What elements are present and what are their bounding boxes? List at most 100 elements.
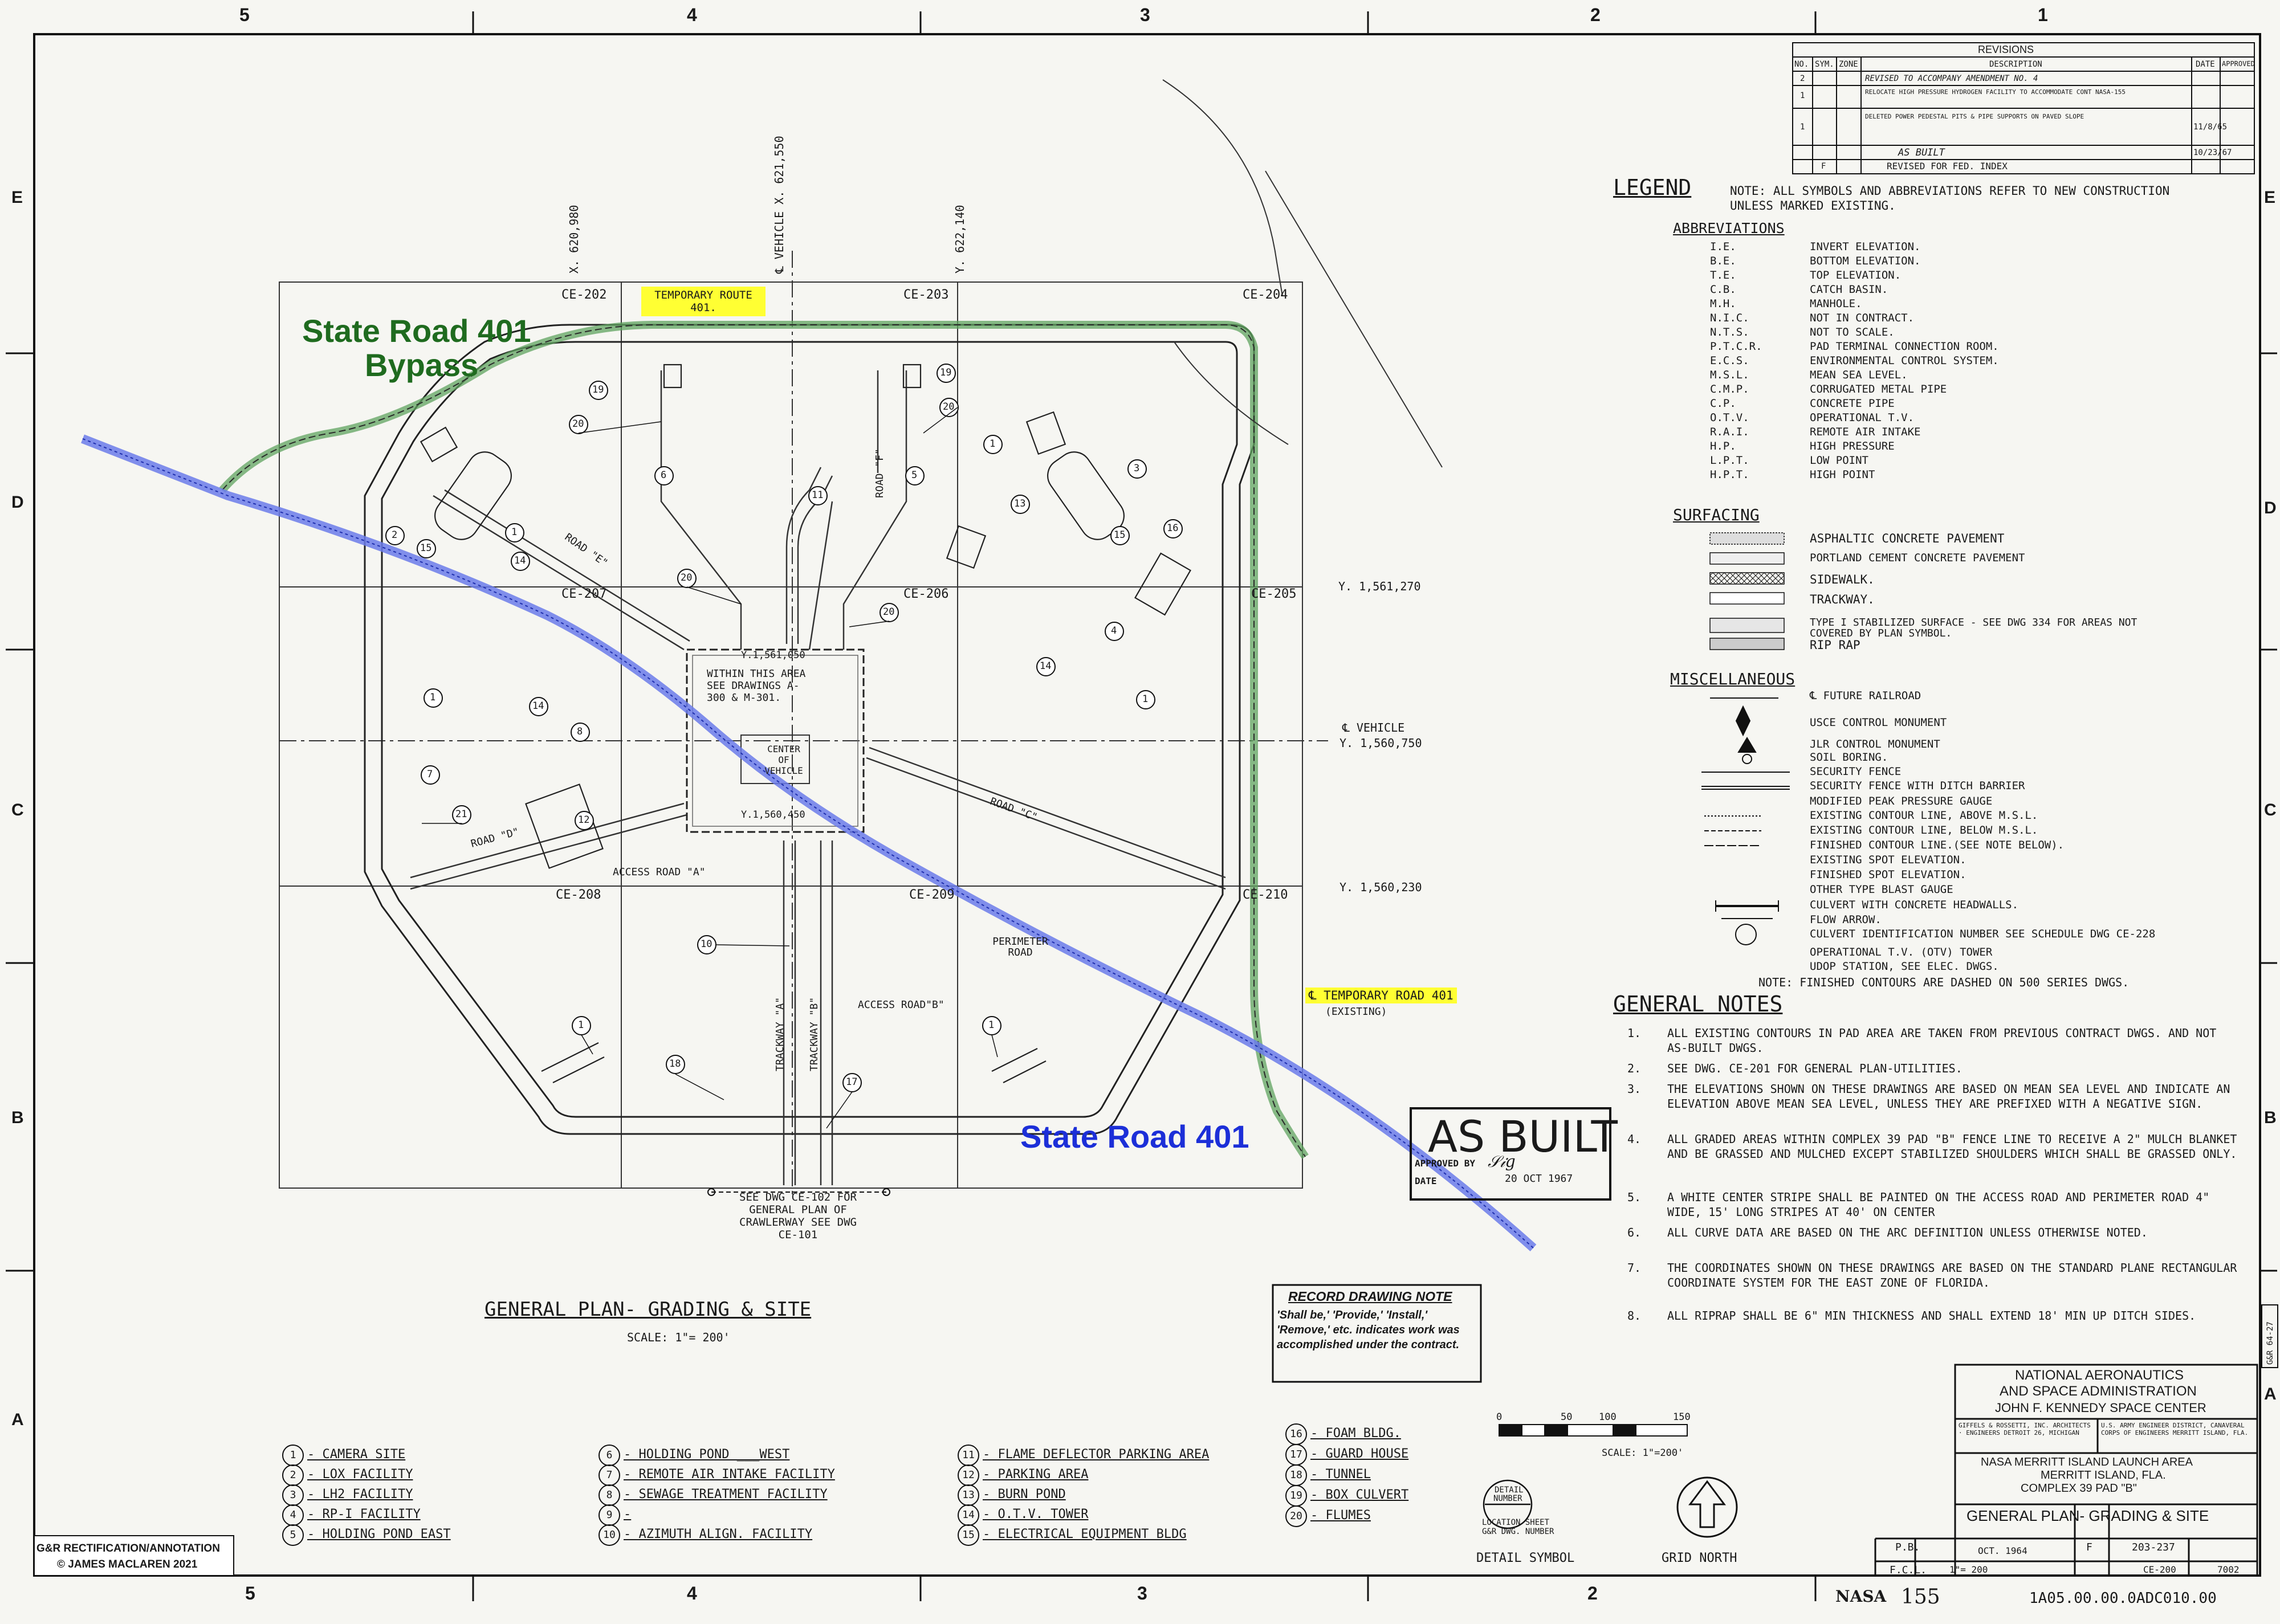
abbr-meaning: HIGH PRESSURE bbox=[1810, 440, 1895, 452]
callout-3: 3 bbox=[1134, 463, 1140, 474]
general-note-text: THE COORDINATES SHOWN ON THESE DRAWINGS … bbox=[1667, 1261, 2237, 1290]
facility-key-item: 11- FLAME DEFLECTOR PARKING AREA bbox=[958, 1445, 1209, 1466]
rev-header-date: DATE bbox=[2196, 60, 2215, 69]
general-note-number: 7. bbox=[1627, 1261, 1642, 1275]
abbr-code: N.I.C. bbox=[1710, 312, 1749, 324]
abbr-code: M.H. bbox=[1710, 297, 1736, 310]
abbr-code: R.A.I. bbox=[1710, 426, 1749, 438]
coord-x2: ℄ VEHICLE X. 621,550 bbox=[772, 136, 786, 274]
misc-legend-item: FLOW ARROW. bbox=[1810, 913, 1882, 926]
trackway-a-label: TRACKWAY "A" bbox=[774, 997, 786, 1071]
col-number-1: 1 bbox=[2038, 5, 2048, 25]
col-number-2-bottom: 2 bbox=[1587, 1583, 1598, 1603]
tb-architect: GIFFELS & ROSSETTI, INC. ARCHITECTS · EN… bbox=[1959, 1422, 2091, 1437]
abbr-code: E.C.S. bbox=[1710, 354, 1749, 367]
trackway-b-label: TRACKWAY "B" bbox=[808, 997, 820, 1071]
rev-header-sym: SYM. bbox=[1815, 60, 1834, 69]
abbr-code: I.E. bbox=[1710, 240, 1736, 253]
callout-18: 18 bbox=[669, 1058, 681, 1070]
abbr-meaning: CATCH BASIN. bbox=[1810, 283, 1888, 296]
general-notes-title: GENERAL NOTES bbox=[1613, 991, 1783, 1017]
misc-legend-item: OPERATIONAL T.V. (OTV) TOWER bbox=[1810, 946, 1993, 958]
abbr-meaning: INVERT ELEVATION. bbox=[1810, 240, 1921, 253]
misc-legend-item: OTHER TYPE BLAST GAUGE bbox=[1810, 883, 1953, 896]
abbr-meaning: MANHOLE. bbox=[1810, 297, 1862, 310]
tb-project2: MERRITT ISLAND, FLA. bbox=[2041, 1469, 2166, 1482]
tb-center: JOHN F. KENNEDY SPACE CENTER bbox=[1995, 1401, 2206, 1415]
callout-14a: 14 bbox=[514, 555, 526, 566]
row-letter-e-right: E bbox=[2264, 188, 2276, 207]
facility-key-label: GUARD HOUSE bbox=[1325, 1447, 1409, 1461]
detail-symbol-sub2: G&R DWG. NUMBER bbox=[1482, 1527, 1554, 1536]
rev-row2-desc: RELOCATE HIGH PRESSURE HYDROGEN FACILITY… bbox=[1865, 88, 2126, 96]
callouts bbox=[385, 364, 1183, 1092]
facility-key-label: REMOTE AIR INTAKE FACILITY bbox=[638, 1467, 835, 1482]
abbr-meaning: LOW POINT bbox=[1810, 454, 1868, 467]
facility-key-number: 4 bbox=[282, 1504, 304, 1526]
legend-note: NOTE: ALL SYMBOLS AND ABBREVIATIONS REFE… bbox=[1730, 184, 2170, 213]
grid-ref-ce210: CE-210 bbox=[1243, 888, 1288, 902]
facility-key-label: PARKING AREA bbox=[997, 1467, 1089, 1482]
general-note-number: 8. bbox=[1627, 1309, 1642, 1323]
rev-row4-date: 10/23/67 bbox=[2193, 148, 2232, 157]
callout-1c: 1 bbox=[430, 692, 436, 703]
callout-20b: 20 bbox=[943, 401, 955, 413]
facility-key-number: 16 bbox=[1285, 1423, 1307, 1445]
tb-size: F bbox=[2086, 1541, 2092, 1553]
facility-key-label: FLAME DEFLECTOR PARKING AREA bbox=[997, 1447, 1210, 1462]
facility-key-number: 15 bbox=[958, 1524, 979, 1546]
col-number-5: 5 bbox=[239, 5, 250, 25]
facility-key-label: FLUMES bbox=[1325, 1508, 1371, 1523]
surf-stabilized: TYPE I STABILIZED SURFACE - SEE DWG 334 … bbox=[1810, 617, 2138, 639]
callout-20a: 20 bbox=[572, 418, 584, 430]
facility-key-item: 20- FLUMES bbox=[1285, 1505, 1445, 1527]
temp-road-label: ℄ TEMPORARY ROAD 401 bbox=[1305, 988, 1457, 1003]
facility-key-number: 1 bbox=[282, 1445, 304, 1466]
facility-key-number: 9 bbox=[598, 1504, 620, 1526]
abbr-code: O.T.V. bbox=[1710, 411, 1749, 424]
access-road-a-label: ACCESS ROAD "A" bbox=[613, 866, 706, 878]
grid-ref-ce202: CE-202 bbox=[561, 288, 607, 302]
col-number-3-bottom: 3 bbox=[1137, 1583, 1147, 1603]
tb-project1: NASA MERRITT ISLAND LAUNCH AREA bbox=[1981, 1456, 2193, 1468]
facility-key-item: 9- bbox=[598, 1504, 631, 1526]
center-area-note: WITHIN THIS AREA SEE DRAWINGS A-300 & M-… bbox=[707, 668, 806, 704]
facility-key-label: CAMERA SITE bbox=[322, 1447, 406, 1462]
callout-7: 7 bbox=[427, 769, 433, 780]
tb-drawn: P.B. bbox=[1895, 1541, 1920, 1553]
credit-line1: G&R RECTIFICATION/ANNOTATION bbox=[36, 1543, 220, 1554]
general-note-number: 3. bbox=[1627, 1082, 1642, 1096]
row-letter-d: D bbox=[11, 493, 24, 512]
facility-key-number: 20 bbox=[1285, 1505, 1307, 1527]
facility-key-item: 15- ELECTRICAL EQUIPMENT BLDG bbox=[958, 1524, 1187, 1546]
row-letter-c: C bbox=[11, 801, 24, 819]
bypass-annotation-line1: State Road 401 bbox=[302, 313, 531, 349]
abbr-meaning: HIGH POINT bbox=[1810, 468, 1875, 481]
coord-y1: Y. 1,561,270 bbox=[1338, 580, 1421, 593]
abbr-code: C.M.P. bbox=[1710, 383, 1749, 395]
col-number-4: 4 bbox=[687, 5, 697, 25]
facility-key-item: 3- LH2 FACILITY bbox=[282, 1484, 413, 1506]
misc-legend-item: EXISTING CONTOUR LINE, ABOVE M.S.L. bbox=[1810, 809, 2038, 822]
credit-line2: © JAMES MACLAREN 2021 bbox=[57, 1558, 198, 1570]
rev-header-no: NO. bbox=[1794, 60, 1809, 69]
abbr-meaning: TOP ELEVATION. bbox=[1810, 269, 1902, 281]
tb-scale: 1"= 200 bbox=[1949, 1564, 1988, 1575]
abbr-code: P.T.C.R. bbox=[1710, 340, 1762, 353]
scale-tick-100: 100 bbox=[1599, 1411, 1617, 1423]
facility-key-label: ELECTRICAL EQUIPMENT BLDG bbox=[997, 1527, 1187, 1541]
row-letter-c-right: C bbox=[2264, 801, 2277, 819]
general-note-text: SEE DWG. CE-201 FOR GENERAL PLAN-UTILITI… bbox=[1667, 1062, 1963, 1075]
misc-legend-item: SECURITY FENCE WITH DITCH BARRIER bbox=[1810, 780, 2025, 792]
facility-key-item: 10- AZIMUTH ALIGN. FACILITY bbox=[598, 1524, 812, 1546]
general-note-number: 1. bbox=[1627, 1026, 1642, 1040]
grid-ref-ce203: CE-203 bbox=[903, 288, 949, 302]
rev-row1-no: 2 bbox=[1800, 74, 1805, 83]
y-bot-coord: Y.1,560,450 bbox=[741, 809, 805, 821]
callout-12: 12 bbox=[578, 814, 590, 826]
rev-header-zone: ZONE bbox=[1839, 60, 1858, 69]
facility-key-item: 12- PARKING AREA bbox=[958, 1464, 1088, 1486]
north-arrow-graphic bbox=[1676, 1476, 1738, 1538]
misc-symbols bbox=[1701, 697, 1790, 945]
coord-y2b: Y. 1,560,750 bbox=[1339, 736, 1422, 750]
